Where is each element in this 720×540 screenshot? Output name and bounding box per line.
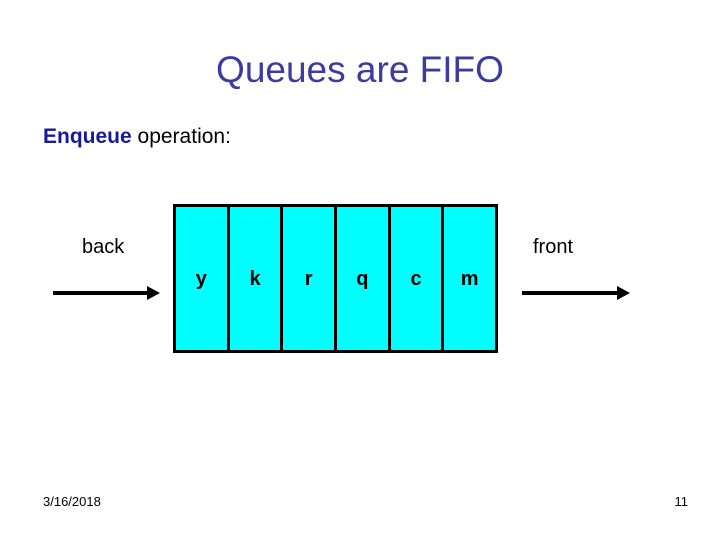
queue-cell: c bbox=[390, 207, 445, 350]
queue-container: y k r q c m bbox=[173, 204, 498, 353]
arrow-head bbox=[617, 286, 630, 300]
queue-cell: m bbox=[444, 207, 496, 350]
queue-front-label: front bbox=[533, 236, 574, 258]
arrow-head bbox=[147, 286, 160, 300]
queue-cell: y bbox=[176, 207, 230, 350]
queue-cell-label: q bbox=[356, 267, 369, 290]
body-rest: operation: bbox=[131, 125, 231, 148]
footer-date: 3/16/2018 bbox=[43, 494, 101, 509]
footer-page-number: 11 bbox=[674, 494, 689, 509]
body-keyword: Enqueue bbox=[43, 125, 132, 148]
queue-cell-label: c bbox=[410, 267, 422, 290]
queue-cell-label: m bbox=[460, 267, 479, 290]
dequeue-arrow-icon bbox=[522, 286, 630, 300]
queue-cell: q bbox=[337, 207, 391, 350]
enqueue-arrow-icon bbox=[53, 286, 160, 300]
queue-cell: r bbox=[283, 207, 338, 350]
page-title: Queues are FIFO bbox=[216, 49, 504, 90]
body-text-line: Enqueue operation: bbox=[43, 124, 231, 150]
arrow-shaft bbox=[522, 291, 618, 295]
arrow-shaft bbox=[53, 291, 149, 295]
queue-cell-label: r bbox=[304, 267, 313, 290]
queue-back-label: back bbox=[82, 236, 125, 258]
queue-cell: k bbox=[229, 207, 284, 350]
queue-cell-label: k bbox=[249, 267, 261, 290]
queue-cell-label: y bbox=[195, 267, 207, 290]
